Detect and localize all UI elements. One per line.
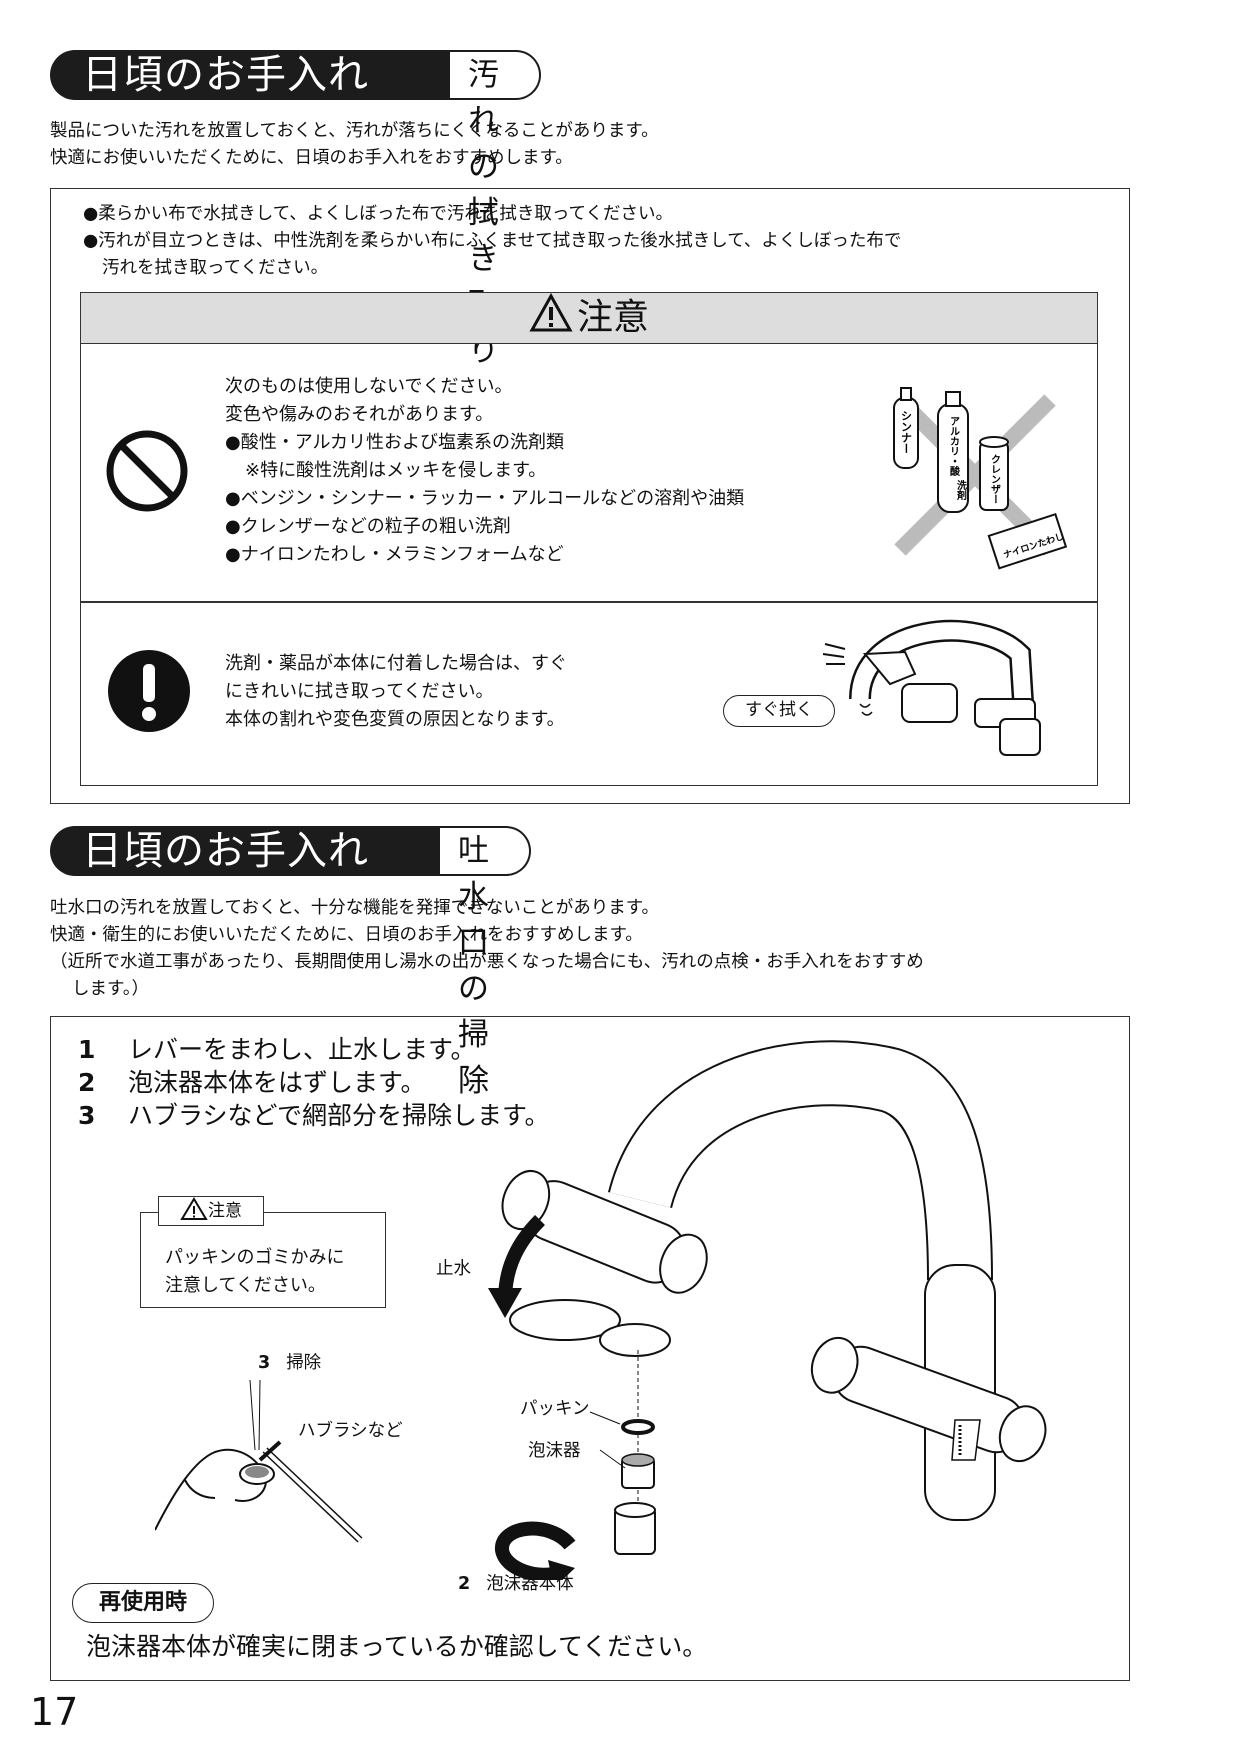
prohibition-icon: [106, 430, 188, 512]
section1-heading-main: 日頃のお手入れ: [50, 50, 450, 100]
stop-water-label: 止水: [436, 1259, 471, 1279]
small-caution-text: パッキンのゴミかみに 注意してください。: [165, 1247, 345, 1296]
temperature-scale: [951, 1419, 981, 1461]
section2-heading-sub: 吐水口の掃除: [440, 826, 531, 1099]
bullet-line: ●柔らかい布で水拭きして、よくしぼった布で汚れを拭き取ってください。: [83, 204, 673, 224]
bullet-line: ●汚れが目立つときは、中性洗剤を柔らかい布にふくませて拭き取った後水拭きして、よ…: [83, 231, 902, 251]
cleanser-label: クレンザー: [989, 454, 1001, 504]
toothbrush-label: ハブラシなど: [298, 1421, 403, 1441]
intro-line: （近所で水道工事があったり、長期間使用し湯水の出が悪くなった場合にも、汚れの点検…: [50, 952, 924, 972]
warning-icon: [180, 1197, 208, 1220]
wipe-immediately-label: すぐ拭く: [723, 695, 835, 727]
mandatory-line: にきれいに拭き取ってください。: [225, 681, 494, 702]
prohibit-text: 次のものは使用しないでください。 変色や傷みのおそれがあります。 ●酸性・アルカ…: [225, 373, 744, 569]
mandatory-action-icon: [108, 650, 190, 732]
section1-intro: 製品についた汚れを放置しておくと、汚れが落ちにくくなることがあります。 快適にお…: [50, 118, 659, 172]
prohibited-detergents-illustration: シンナー アルカリ・酸 洗剤 クレンザー ナイロンたわし: [893, 387, 1068, 570]
prohibit-line: ●ナイロンたわし・メラミンフォームなど: [225, 544, 564, 565]
aerator-label: 泡沫器: [528, 1441, 581, 1461]
caution-header: 注意: [80, 292, 1098, 344]
prohibit-line: 変色や傷みのおそれがあります。: [225, 404, 494, 425]
mandatory-line: 洗剤・薬品が本体に付着した場合は、すぐ: [225, 653, 567, 674]
packing-label: パッキン: [520, 1399, 590, 1419]
detergent-label: 洗剤: [955, 479, 968, 501]
prohibit-line: ●ベンジン・シンナー・ラッカー・アルコールなどの溶剤や油類: [225, 488, 745, 509]
acid-alkali-label: アルカリ・酸: [948, 416, 960, 477]
section1-bullets: ●柔らかい布で水拭きして、よくしぼった布で汚れを拭き取ってください。 ●汚れが目…: [83, 201, 901, 282]
caution-divider: [80, 601, 1098, 603]
mandatory-line: 本体の割れや変色変質の原因となります。: [225, 709, 565, 730]
prohibit-line: ●クレンザーなどの粒子の粗い洗剤: [225, 516, 511, 537]
mandatory-text: 洗剤・薬品が本体に付着した場合は、すぐ にきれいに拭き取ってください。 本体の割…: [225, 650, 567, 734]
warning-icon: [529, 292, 573, 332]
intro-line: 快適・衛生的にお使いいただくために、日頃のお手入れをおすすめします。: [50, 925, 643, 945]
toothbrush-cleaning-illustration: [155, 1380, 363, 1543]
thinner-label: シンナー: [900, 410, 913, 454]
intro-line: 快適にお使いいただくために、日頃のお手入れをおすすめします。: [50, 148, 573, 168]
faucet-wipe-illustration: [822, 619, 1041, 756]
bullet-line: 汚れを拭き取ってください。: [102, 258, 329, 278]
caution-body: [80, 343, 1098, 786]
section1-heading-sub: 汚れの拭き取り: [450, 50, 541, 369]
reuse-label: 再使用時: [72, 1583, 214, 1623]
prohibit-line: ※特に酸性洗剤はメッキを侵します。: [245, 460, 547, 481]
prohibit-line: ●酸性・アルカリ性および塩素系の洗剤類: [225, 432, 564, 453]
page-number: 17: [30, 1690, 79, 1734]
reuse-text: 泡沫器本体が確実に閉まっているか確認してください。: [86, 1632, 708, 1661]
prohibit-line: 次のものは使用しないでください。: [225, 376, 513, 397]
section2-box: [50, 1016, 1130, 1681]
caution-title: 注意: [576, 297, 649, 338]
faucet-illustration: [488, 1040, 1047, 1580]
section1-box: [50, 188, 1130, 804]
intro-line: 製品についた汚れを放置しておくと、汚れが落ちにくくなることがあります。: [50, 121, 659, 141]
intro-line: します。）: [72, 979, 149, 999]
intro-line: 吐水口の汚れを放置しておくと、十分な機能を発揮できないことがあります。: [50, 898, 659, 918]
small-caution-tab: 注意: [158, 1196, 264, 1226]
section2-heading-main: 日頃のお手入れ: [50, 826, 440, 876]
section2-intro: 吐水口の汚れを放置しておくと、十分な機能を発揮できないことがあります。 快適・衛…: [50, 895, 924, 1003]
